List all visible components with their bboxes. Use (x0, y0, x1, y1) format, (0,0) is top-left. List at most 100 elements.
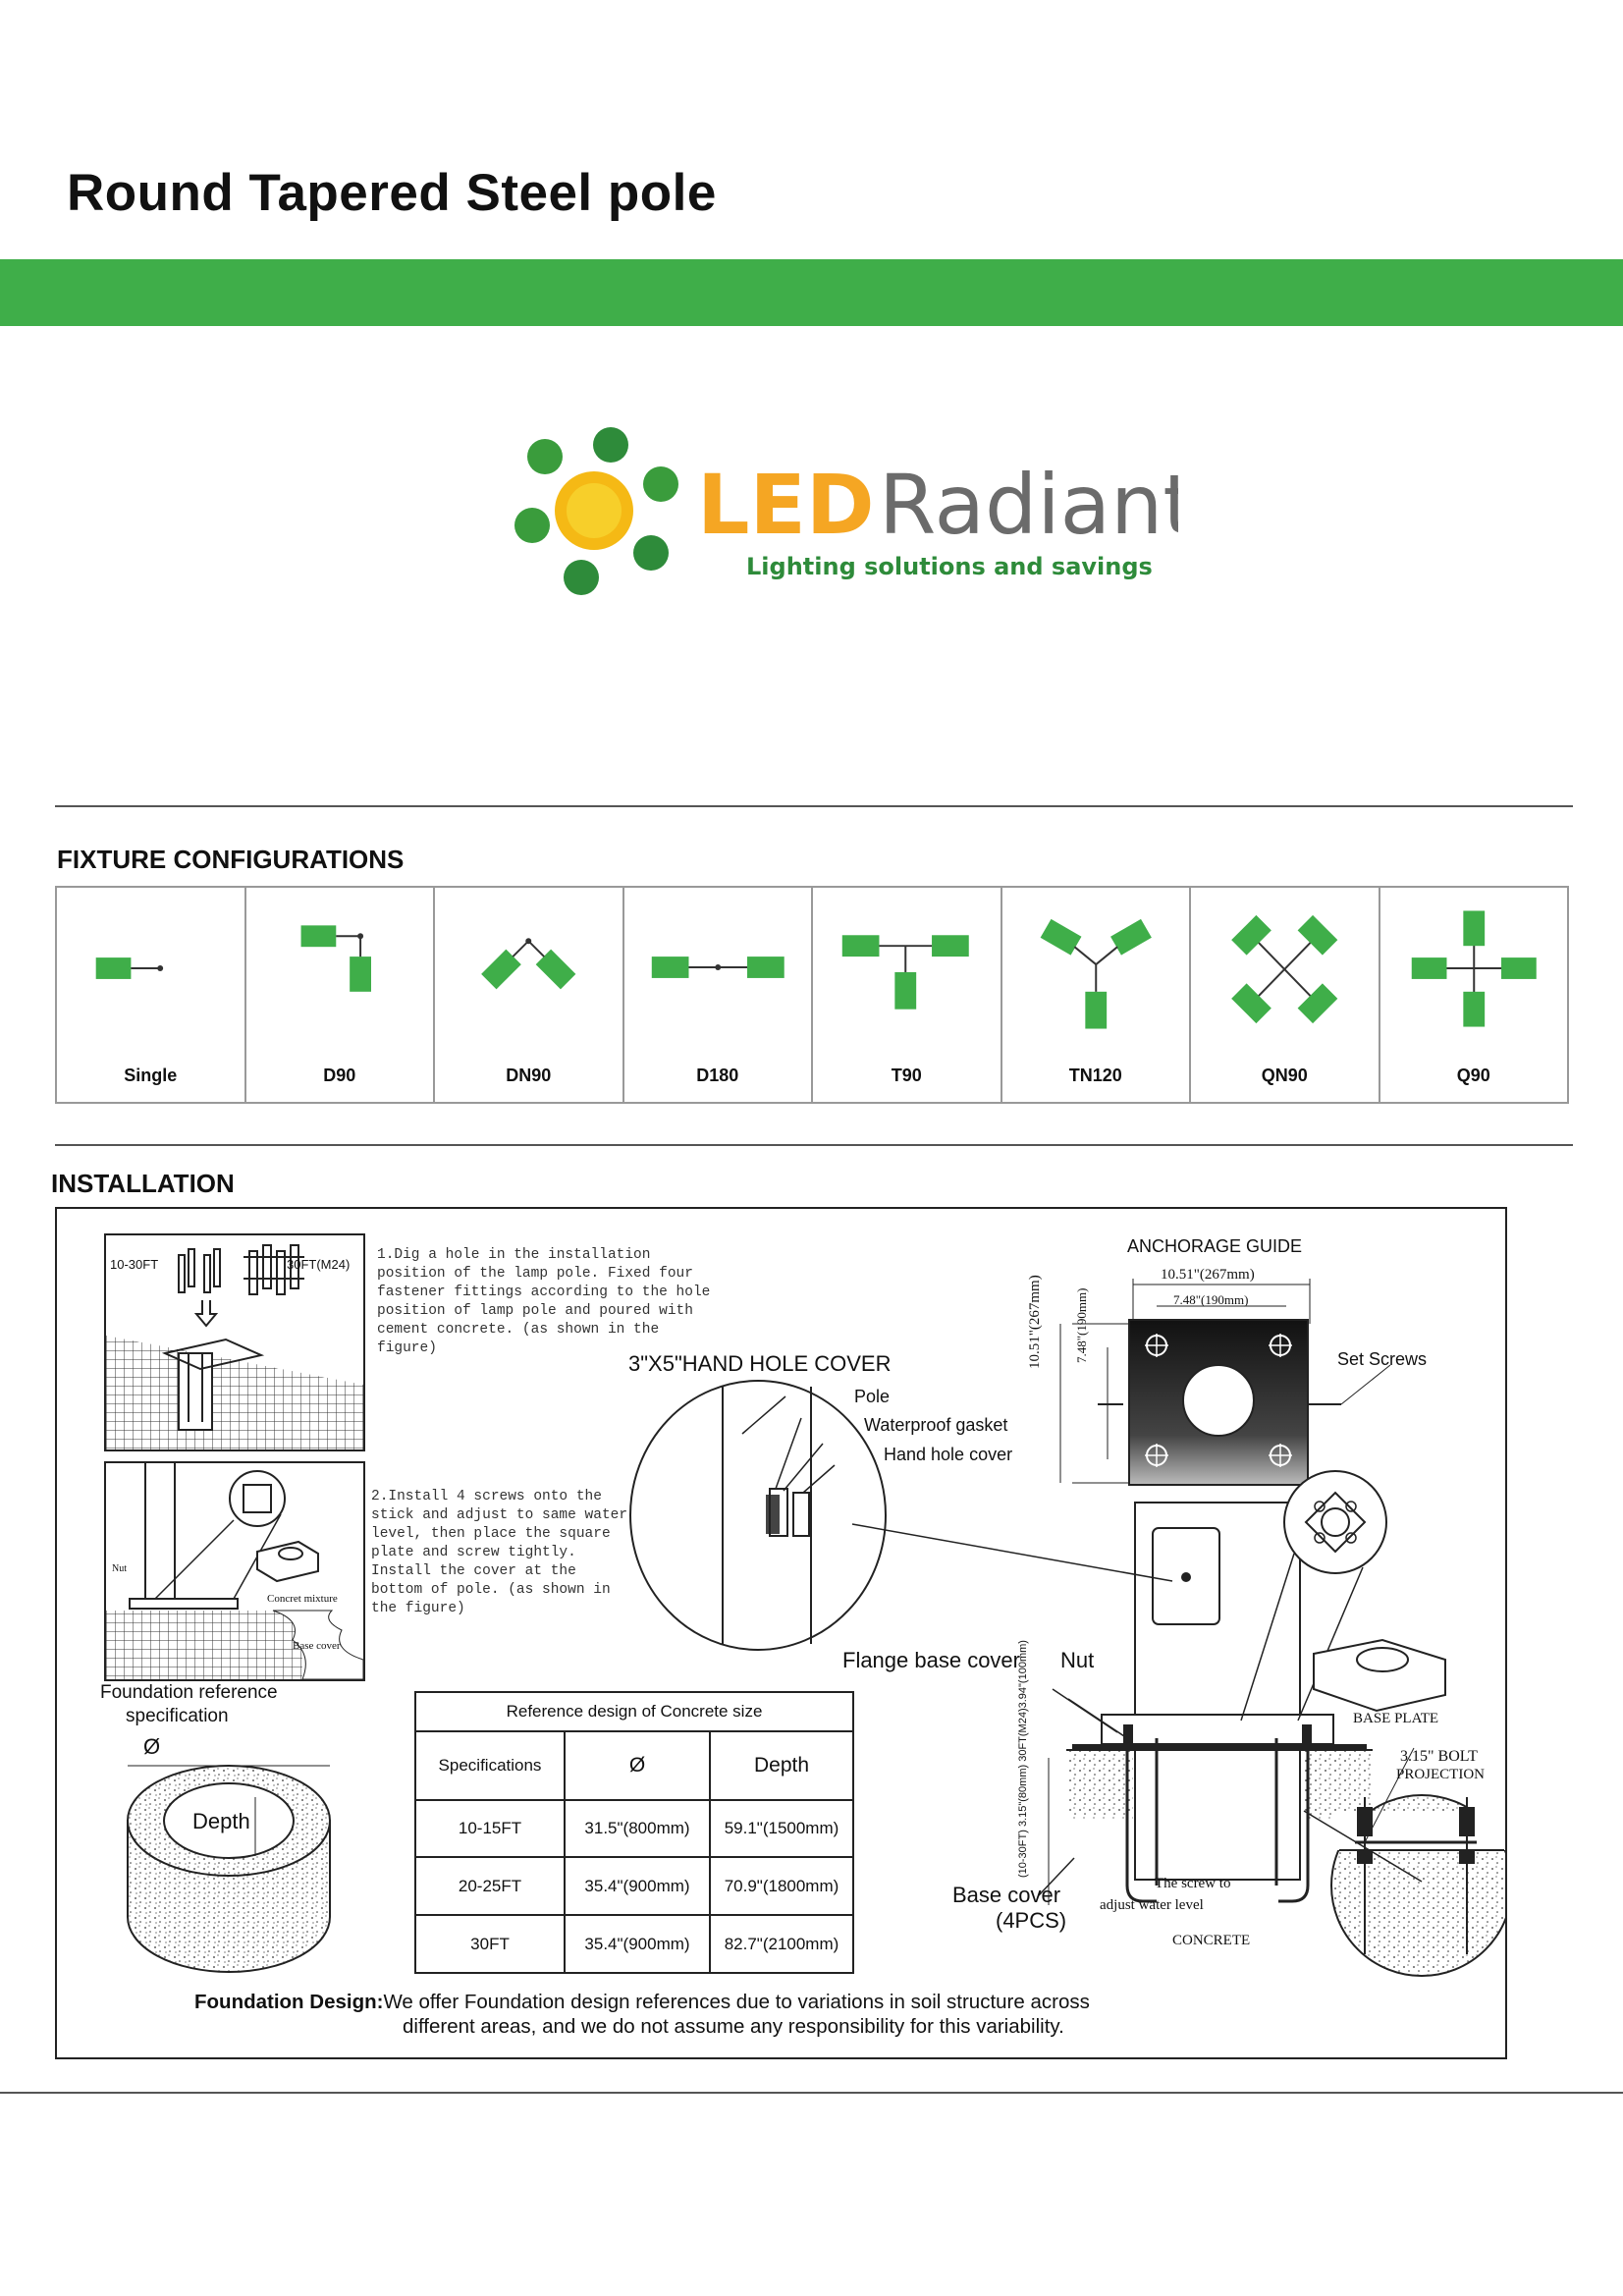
table-cell: 31.5"(800mm) (564, 1798, 711, 1859)
anchorage-diagram (833, 1277, 1513, 1984)
step-2-text: 2.Install 4 screws onto the stick and ad… (371, 1489, 628, 1616)
hand-hole-illustration (629, 1380, 887, 1651)
fig2-nut-label: Nut (112, 1563, 127, 1574)
table-header: Ø (564, 1730, 711, 1801)
footer-divider (0, 2092, 1623, 2094)
base-plate-label: BASE PLATE (1353, 1711, 1439, 1726)
table-cell: 35.4"(900mm) (564, 1914, 711, 1974)
foundation-spec-label: specification (126, 1706, 229, 1726)
set-screws-label: Set Screws (1337, 1349, 1428, 1369)
foundation-note-line-1: Foundation Design:We offer Foundation de… (194, 1990, 1274, 2014)
logo-text-led: LED (697, 457, 875, 553)
fixture-config-t90: T90 (813, 888, 1002, 1102)
fig1-label-left: 10-30FT (110, 1257, 159, 1272)
base-cover-count: (4PCS) (996, 1908, 1067, 1933)
concrete-size-table: Reference design of Concrete size Specif… (414, 1691, 854, 1974)
table-cell: 30FT (414, 1914, 566, 1974)
step-1-text: 1.Dig a hole in the installation positio… (377, 1247, 711, 1356)
bolt-projection-label-1: 3.15" BOLT (1400, 1748, 1478, 1765)
table-caption: Reference design of Concrete size (414, 1691, 854, 1732)
fixture-config-tn120: TN120 (1002, 888, 1191, 1102)
dn90-fixture-icon (481, 938, 576, 990)
logo-mark-icon: LED Radiant Lighting solutions and savin… (514, 427, 1195, 595)
fixture-label: Single (124, 1066, 178, 1085)
fixture-config-single: Single (57, 888, 246, 1102)
qn90-fixture-icon (1231, 914, 1338, 1024)
diameter-symbol: Ø (143, 1734, 161, 1759)
foundation-cylinder-illustration (127, 1765, 331, 1973)
screw-note-2: adjust water level (1100, 1897, 1204, 1913)
table-row: 30FT 35.4"(900mm) 82.7"(2100mm) (414, 1914, 854, 1974)
page-title: Round Tapered Steel pole (67, 164, 717, 222)
screw-note-1: The screw to (1155, 1876, 1231, 1891)
fig2-concret-label: Concret mixture (267, 1593, 338, 1605)
base-cover-label: Base cover (952, 1883, 1061, 1907)
t90-fixture-icon (841, 935, 969, 1010)
divider (55, 1144, 1573, 1146)
fixture-label: DN90 (506, 1066, 552, 1085)
brand-logo: LED Radiant Lighting solutions and savin… (501, 417, 1195, 604)
table-cell: 35.4"(900mm) (564, 1856, 711, 1917)
nut-label: Nut (1060, 1648, 1095, 1672)
anch-dim-outer: 10.51"(267mm) (1161, 1267, 1255, 1283)
foundation-design-note: Foundation Design:We offer Foundation de… (194, 1990, 1274, 2039)
d180-fixture-icon (651, 957, 784, 978)
foundation-note-label: Foundation Design: (194, 1991, 384, 2013)
hh-cover-label: Hand hole cover (884, 1445, 1013, 1464)
fixture-label: QN90 (1261, 1066, 1308, 1085)
concrete-label: CONCRETE (1172, 1933, 1251, 1948)
hand-hole-title: 3"X5"HAND HOLE COVER (628, 1351, 892, 1376)
hh-pole-label: Pole (854, 1387, 891, 1406)
table-row: 10-15FT 31.5"(800mm) 59.1"(1500mm) (414, 1798, 854, 1859)
installation-panel (55, 1207, 1507, 2059)
fixture-label: D180 (696, 1066, 739, 1085)
anchorage-title: ANCHORAGE GUIDE (1127, 1236, 1303, 1256)
title-bar (0, 259, 1623, 326)
figure-dig-hole: 10-30FT 30FT(M24) (104, 1233, 365, 1451)
anchorage-illustration (851, 1279, 1513, 1977)
fixture-label: TN120 (1068, 1066, 1122, 1085)
fixture-config-q90: Q90 (1380, 888, 1568, 1102)
table-cell: 59.1"(1500mm) (709, 1798, 854, 1859)
foundation-note-line-2: different areas, and we do not assume an… (194, 2014, 1274, 2039)
foundation-note-text-1: We offer Foundation design references du… (383, 1991, 1090, 2013)
table-cell: 70.9"(1800mm) (709, 1856, 854, 1917)
fixture-config-d180: D180 (624, 888, 813, 1102)
table-row: 20-25FT 35.4"(900mm) 70.9"(1800mm) (414, 1856, 854, 1917)
logo-text-radiant: Radiant (879, 457, 1178, 553)
table-cell: 82.7"(2100mm) (709, 1914, 854, 1974)
fixture-config-d90: D90 (246, 888, 435, 1102)
d90-fixture-icon (300, 925, 371, 992)
table-header-row: Specifications Ø Depth (414, 1730, 854, 1801)
bolt-projection-label-2: PROJECTION (1396, 1767, 1486, 1782)
table-header: Depth (709, 1730, 854, 1801)
table-cell: 10-15FT (414, 1798, 566, 1859)
fixture-config-qn90: QN90 (1191, 888, 1380, 1102)
table-header: Specifications (414, 1730, 566, 1801)
table-caption-row: Reference design of Concrete size (414, 1691, 854, 1732)
fig2-base-label: Base cover (293, 1640, 341, 1652)
fixture-label: D90 (323, 1066, 356, 1085)
section-heading-fixtures: FIXTURE CONFIGURATIONS (57, 845, 405, 874)
q90-fixture-icon (1411, 910, 1537, 1027)
fixture-label: T90 (891, 1066, 922, 1085)
fig1-label-right: 30FT(M24) (287, 1257, 351, 1272)
dig-hole-illustration (106, 1244, 363, 1449)
table-cell: 20-25FT (414, 1856, 566, 1917)
single-fixture-icon (95, 957, 164, 979)
install-screws-illustration (106, 1463, 363, 1679)
foundation-ref-label: Foundation reference (100, 1682, 278, 1703)
logo-tagline: Lighting solutions and savings (746, 553, 1153, 580)
fixture-label: Q90 (1456, 1066, 1490, 1085)
foundation-cylinder: Depth (124, 1758, 334, 1976)
fixture-config-table: Single D90 DN90 D180 (55, 886, 1569, 1104)
foundation-note-text-2: different areas, and we do not assume an… (403, 2015, 1064, 2038)
section-heading-installation: INSTALLATION (51, 1169, 235, 1198)
depth-label: Depth (192, 1809, 250, 1833)
tn120-fixture-icon (1040, 918, 1152, 1029)
vertical-dims-label: (10-30FT) 3.15"(80mm) 30FT(M24)3.94"(100… (1017, 1640, 1029, 1878)
anch-dim-inner: 7.48"(190mm) (1173, 1292, 1249, 1307)
flange-base-cover-label: Flange base cover (842, 1648, 1020, 1672)
fixture-config-dn90: DN90 (435, 888, 624, 1102)
hh-gasket-label: Waterproof gasket (864, 1415, 1008, 1435)
